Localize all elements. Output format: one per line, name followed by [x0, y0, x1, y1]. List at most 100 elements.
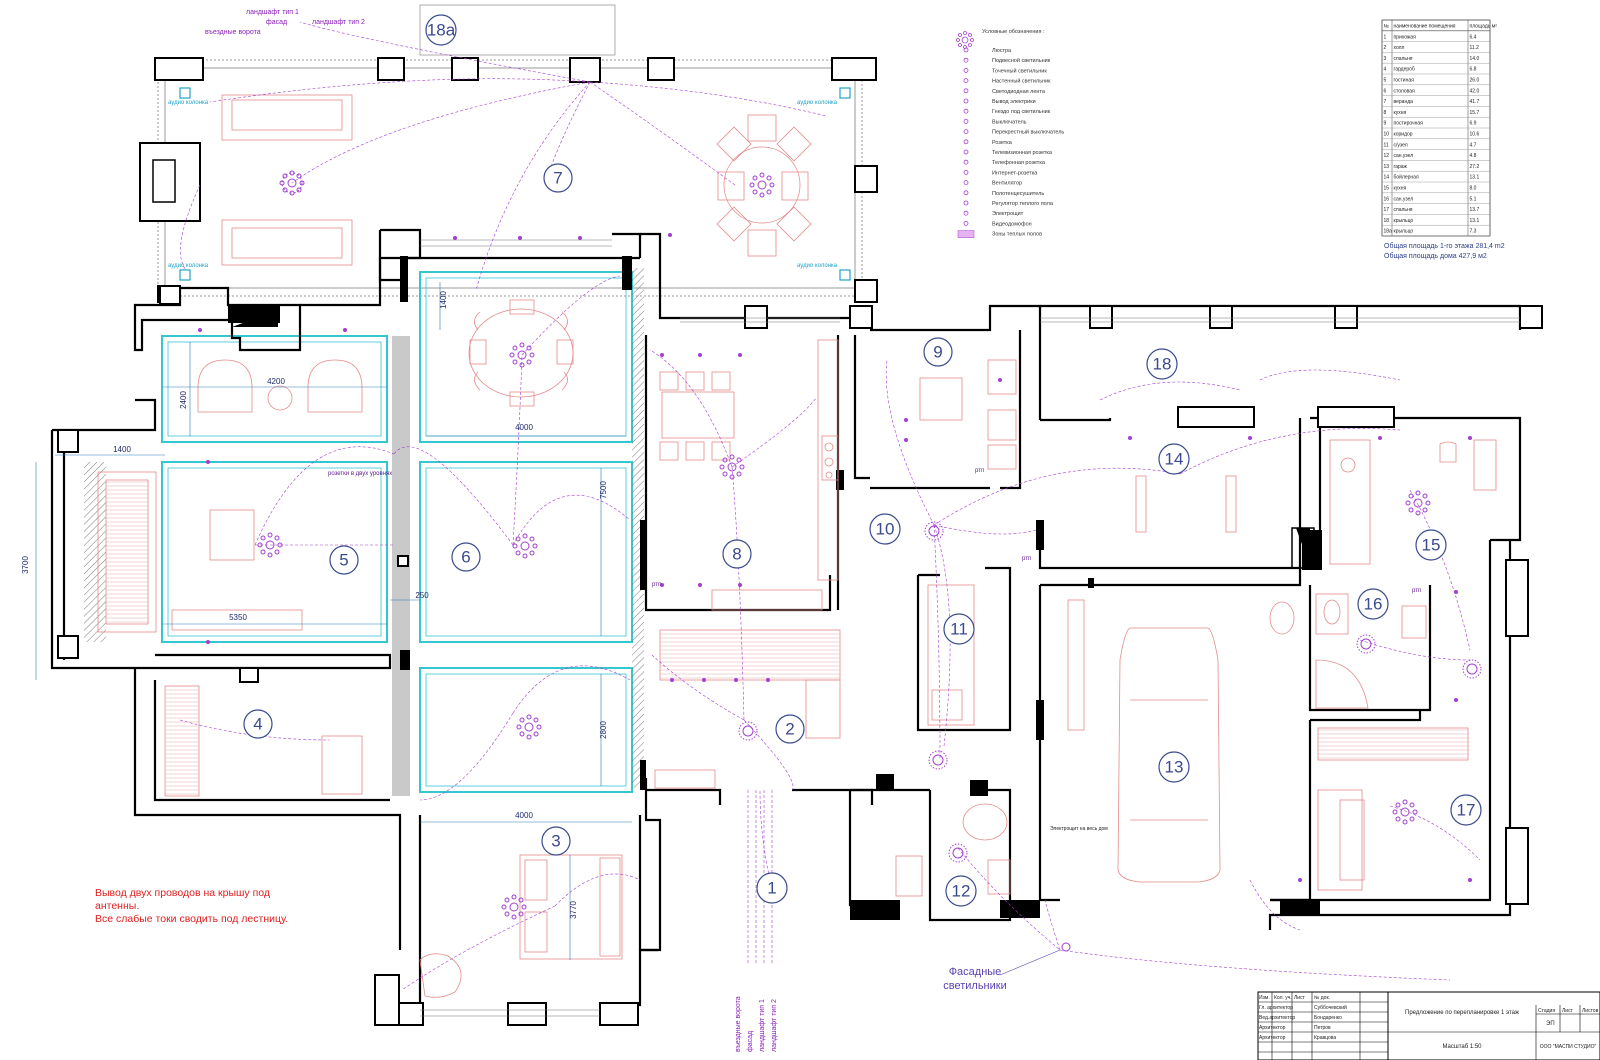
svg-text:Вед.архитектор: Вед.архитектор [1259, 1015, 1295, 1021]
legend-symbol-icon [963, 159, 969, 165]
svg-text:Стадия: Стадия [1538, 1008, 1555, 1014]
veranda-columns [139, 57, 878, 303]
legend-symbol-icon [963, 210, 969, 216]
svg-text:3770: 3770 [569, 901, 578, 919]
room-10-marker: 10 [869, 513, 901, 545]
stair-down-marker [1296, 528, 1310, 566]
table-cell: 4.7 [1470, 142, 1477, 148]
chandelier-icon [1405, 490, 1431, 516]
table-cell: 17 [1384, 207, 1390, 213]
dimension-texts: 4200 2400 1400 1400 4000 7500 3700 5350 … [21, 291, 608, 919]
svg-text:светильники: светильники [943, 980, 1006, 992]
svg-text:6: 6 [461, 548, 470, 567]
svg-text:250: 250 [415, 591, 429, 600]
svg-text:3: 3 [551, 832, 560, 851]
table-cell: 11.2 [1470, 45, 1480, 51]
legend-item-label: Настенный светильник [992, 78, 1051, 85]
svg-text:9: 9 [933, 343, 942, 362]
table-cell: 42.0 [1470, 88, 1480, 94]
legend-item-label: Розетка [992, 140, 1013, 146]
ceiling-light-icon [1356, 634, 1376, 654]
svg-text:Общая площадь 1-го этажа 281,4: Общая площадь 1-го этажа 281,4 m2 [1384, 242, 1505, 250]
svg-text:18: 18 [1153, 355, 1172, 374]
legend-item-label: Люстра [992, 48, 1012, 54]
svg-text:Листов: Листов [1582, 1008, 1599, 1014]
svg-text:розетки в двух уровнях: розетки в двух уровнях [328, 471, 392, 477]
room-2-marker: 2 [775, 714, 805, 744]
svg-text:Условные обозначения :: Условные обозначения : [982, 29, 1045, 35]
legend-item-label: Регулятор теплого пола [992, 201, 1054, 207]
svg-text:антенны.: антенны. [95, 900, 139, 912]
legend-symbol-icon [963, 119, 969, 124]
svg-text:5: 5 [339, 551, 348, 570]
svg-text:14: 14 [1165, 450, 1184, 469]
legend-symbol-icon [963, 108, 969, 114]
table-cell: гостиная [1394, 78, 1415, 84]
room-18-marker: 18 [1146, 348, 1178, 380]
table-cell: 14 [1384, 175, 1390, 181]
table-cell: 15.7 [1470, 110, 1480, 116]
room-17-marker: 17 [1450, 794, 1482, 826]
legend-item-label: Телефонная розетка [992, 160, 1046, 166]
table-cell: крыльцо [1394, 218, 1414, 224]
table-cell: 13 [1384, 164, 1390, 170]
legend-symbol-icon [963, 149, 969, 155]
svg-text:15: 15 [1422, 536, 1441, 555]
legend-item-label: Выключатель [992, 119, 1027, 125]
room-13-marker: 13 [1158, 751, 1190, 783]
veranda-dining-set [716, 114, 812, 257]
wiring [179, 21, 1481, 991]
table-cell: коридор [1394, 132, 1413, 138]
room-11-marker: 11 [943, 613, 975, 645]
svg-text:Электрощит на весь дом: Электрощит на весь дом [1050, 826, 1108, 832]
svg-text:Изм.: Изм. [1259, 995, 1270, 1001]
dimension-lines [35, 282, 632, 960]
chandelier-icon [512, 533, 538, 559]
svg-text:4000: 4000 [515, 811, 533, 820]
legend-item-label: Точечный светильник [992, 67, 1047, 74]
table-cell: 3 [1384, 56, 1387, 62]
ceiling-light-icon [738, 721, 758, 741]
svg-text:4200: 4200 [267, 377, 285, 386]
legend-item-label: Перекрестный выключатель [992, 129, 1064, 136]
legend-item-label: Гнездо под светильник [992, 109, 1051, 115]
room-9-marker: 9 [923, 337, 953, 367]
table-header-cell: наименование помещения [1394, 24, 1456, 30]
legend-symbol-icon [963, 129, 969, 135]
table-cell: сан.узел [1394, 196, 1414, 202]
svg-text:Кравцова: Кравцова [1314, 1035, 1336, 1041]
hatched-column-left [84, 462, 106, 642]
furniture [97, 299, 1497, 998]
room-5-marker: 5 [329, 545, 359, 575]
chandelier-icon [279, 170, 305, 196]
svg-text:Гл. архитектор: Гл. архитектор [1259, 1005, 1293, 1011]
chandelier-icon [719, 454, 745, 480]
legend-item-label: Электрощит [992, 211, 1024, 217]
table-cell: 13.1 [1470, 175, 1480, 181]
table-cell: 27.2 [1470, 164, 1480, 170]
table-cell: 11 [1384, 142, 1389, 148]
room-15-marker: 15 [1415, 529, 1447, 561]
table-cell: прихожая [1394, 34, 1417, 40]
svg-text:3700: 3700 [21, 556, 30, 574]
legend-item-label: Полотенцесушитель [992, 191, 1044, 197]
room-14-marker: 14 [1158, 443, 1190, 475]
room-8-marker: 8 [722, 539, 752, 569]
legend-symbol-icon [963, 68, 969, 73]
svg-text:Кол. уч.: Кол. уч. [1274, 995, 1292, 1001]
svg-text:ландшафт тип 1: ландшафт тип 1 [759, 999, 766, 1052]
table-cell: кухня [1394, 110, 1407, 116]
legend-chandelier-icon [956, 31, 974, 49]
legend-item-label: Светодиодная лента [992, 89, 1046, 95]
svg-text:ртп: ртп [1412, 588, 1421, 594]
svg-text:Масштаб 1:50: Масштаб 1:50 [1442, 1044, 1482, 1050]
svg-text:Общая площадь дома 427,9 м2: Общая площадь дома 427,9 м2 [1384, 252, 1487, 260]
table-cell: 41.7 [1470, 99, 1480, 105]
room-bubbles: 18а 7 9 18 14 15 5 6 8 10 11 16 4 2 13 1… [243, 14, 1482, 907]
table-cell: 14.0 [1470, 56, 1480, 62]
svg-text:аудио колонка: аудио колонка [168, 100, 209, 106]
facade-columns [57, 285, 1543, 1026]
table-cell: 16 [1384, 196, 1390, 202]
legend-symbol-icon [963, 220, 969, 226]
